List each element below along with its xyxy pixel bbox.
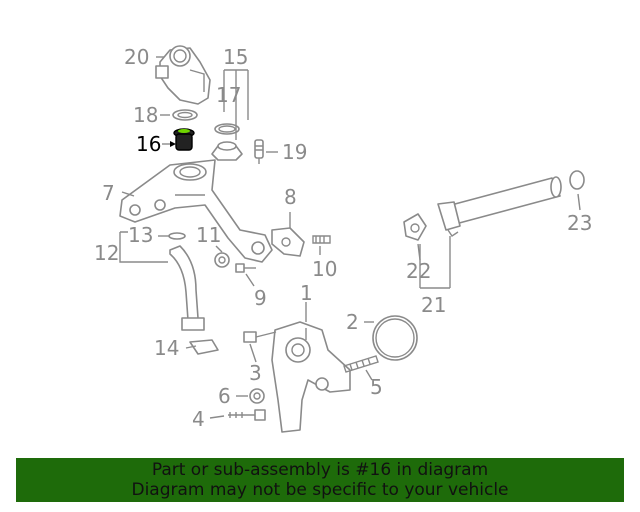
part-3-bolt[interactable] <box>243 331 277 343</box>
callout-14[interactable]: 14 <box>154 336 179 360</box>
part-9-bolt[interactable] <box>235 263 256 273</box>
part-16-thermostat[interactable] <box>173 128 195 151</box>
part-5-stud[interactable] <box>343 355 379 373</box>
callout-16-arrow <box>170 141 176 147</box>
part-10-stud[interactable] <box>312 235 331 244</box>
callout-2[interactable]: 2 <box>346 310 359 334</box>
callout-23[interactable]: 23 <box>567 211 592 235</box>
callout-20[interactable]: 20 <box>124 45 149 69</box>
part-20-outlet[interactable] <box>155 45 211 105</box>
callout-13[interactable]: 13 <box>128 223 153 247</box>
part-12-hose[interactable] <box>169 245 205 331</box>
callout-8[interactable]: 8 <box>284 185 297 209</box>
callout-1[interactable]: 1 <box>300 281 313 305</box>
part-13-oring[interactable] <box>168 232 186 240</box>
part-6-washer[interactable] <box>249 388 265 404</box>
part-11-nut[interactable] <box>214 252 230 268</box>
callout-5[interactable]: 5 <box>370 375 383 399</box>
banner-line-1: Part or sub-assembly is #16 in diagram <box>151 460 489 480</box>
callout-11[interactable]: 11 <box>196 223 221 247</box>
callout-18[interactable]: 18 <box>133 103 158 127</box>
part-18-gasket[interactable] <box>172 109 198 121</box>
part-17-gasket[interactable] <box>214 123 240 135</box>
part-19-sensor[interactable] <box>254 139 264 164</box>
part-21-pipe[interactable] <box>437 176 562 237</box>
part-2-oring[interactable] <box>372 315 418 361</box>
part-8-gasket[interactable] <box>271 227 305 257</box>
callout-16[interactable]: 16 <box>136 132 161 156</box>
leader-lines <box>119 56 581 419</box>
callout-22[interactable]: 22 <box>406 259 431 283</box>
part-14-gasket[interactable] <box>189 339 219 355</box>
part-1-water-pump[interactable] <box>271 321 351 433</box>
part-7-crossover[interactable] <box>119 159 273 263</box>
banner-line-2: Diagram may not be specific to your vehi… <box>131 480 509 500</box>
callout-3[interactable]: 3 <box>249 361 262 385</box>
callout-6[interactable]: 6 <box>218 384 231 408</box>
part-23-oring[interactable] <box>569 170 585 190</box>
callout-10[interactable]: 10 <box>312 257 337 281</box>
callout-7[interactable]: 7 <box>102 181 115 205</box>
part-4-bolt[interactable] <box>228 409 266 421</box>
callouts: 20 15 17 18 16 19 7 8 13 11 12 10 9 1 2 … <box>94 45 592 431</box>
callout-19[interactable]: 19 <box>282 140 307 164</box>
callout-21[interactable]: 21 <box>421 293 446 317</box>
notice-banner: Part or sub-assembly is #16 in diagram D… <box>16 458 624 502</box>
callout-4[interactable]: 4 <box>192 407 205 431</box>
callout-15[interactable]: 15 <box>223 45 248 69</box>
part-22-gasket[interactable] <box>403 213 427 241</box>
part-15-thermostat-assy[interactable] <box>211 141 243 161</box>
callout-9[interactable]: 9 <box>254 286 267 310</box>
callout-12[interactable]: 12 <box>94 241 119 265</box>
callout-17[interactable]: 17 <box>216 83 241 107</box>
